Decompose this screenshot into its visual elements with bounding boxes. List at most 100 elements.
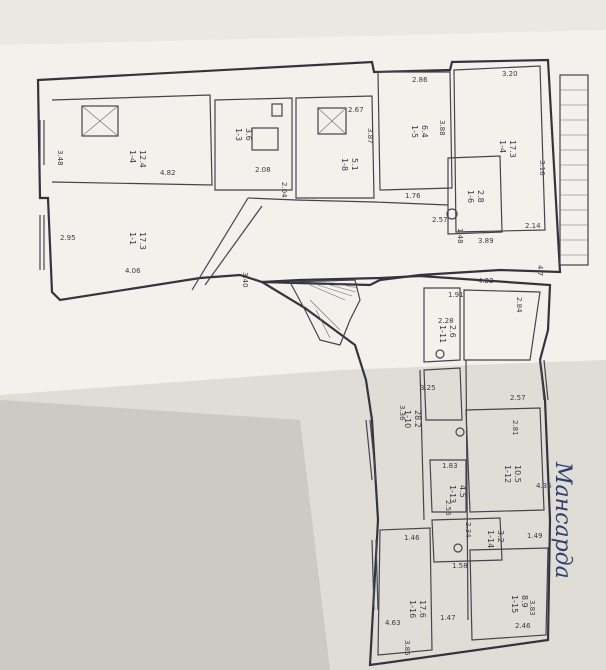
upper-dimension-label: 2.14 bbox=[525, 222, 541, 230]
lower-dimension-label: 3.83 bbox=[528, 600, 536, 616]
upper-room-number: 1-6 bbox=[466, 190, 475, 203]
upper-diagonal-wall-2 bbox=[204, 205, 263, 286]
upper-room-number: 1-5 bbox=[410, 125, 419, 138]
lower-room-area: 2.6 bbox=[448, 325, 457, 338]
upper-room-number: 1-1 bbox=[128, 232, 137, 245]
upper-dimension-label: 3.89 bbox=[478, 237, 494, 245]
upper-room-area: 17.3 bbox=[138, 232, 147, 250]
lower-room-d bbox=[465, 407, 545, 513]
upper-room-number: 1-3 bbox=[234, 128, 243, 141]
upper-dimension-label: 2.86 bbox=[412, 76, 428, 84]
upper-dimension-label: 3.16 bbox=[538, 160, 546, 176]
lower-room-e bbox=[429, 459, 467, 513]
lower-room-area: 8.9 bbox=[520, 595, 529, 608]
lower-room-number: 1-14 bbox=[486, 530, 495, 548]
upper-room-number: 1-8 bbox=[340, 158, 349, 171]
lower-dimension-label: 3.25 bbox=[420, 384, 436, 392]
upper-dimension-label: 3.48 bbox=[56, 150, 64, 166]
lower-dimension-label: 2.56 bbox=[444, 500, 452, 516]
upper-partition-a bbox=[214, 97, 293, 191]
lower-room-c bbox=[423, 367, 463, 421]
upper-dimension-label: 3.87 bbox=[366, 128, 374, 144]
upper-hall-wall bbox=[247, 197, 449, 206]
lower-room-g bbox=[377, 527, 433, 656]
lower-room-area: 28.2 bbox=[413, 410, 422, 428]
upper-room-area: 12.4 bbox=[138, 150, 147, 168]
lower-dimension-label: 2.46 bbox=[515, 622, 531, 630]
upper-partition-b bbox=[295, 95, 375, 199]
external-stair bbox=[559, 74, 589, 266]
lower-room-number: 1-13 bbox=[448, 485, 457, 503]
upper-dimension-label: 1.48 bbox=[456, 228, 464, 244]
paper-left-shadow bbox=[0, 400, 330, 670]
upper-shaft-1 bbox=[81, 105, 119, 137]
upper-dimension-label: 2.67 bbox=[348, 106, 364, 114]
lower-corridor bbox=[419, 359, 469, 621]
upper-dimension-label: 4.7 bbox=[536, 265, 544, 276]
upper-room-area: 2.8 bbox=[476, 190, 485, 203]
lower-room-number: 1-15 bbox=[510, 595, 519, 613]
lower-dimension-label: 1.47 bbox=[440, 614, 456, 622]
upper-dimension-label: 3.88 bbox=[438, 120, 446, 136]
upper-partition-d bbox=[453, 65, 546, 233]
lower-room-area: 3.2 bbox=[496, 530, 505, 543]
upper-dimension-label: 4.06 bbox=[125, 267, 141, 275]
upper-shaft-2 bbox=[317, 107, 347, 135]
upper-room-area: 5.1 bbox=[350, 158, 359, 171]
lower-room-h bbox=[469, 547, 549, 641]
upper-dimension-label: 2.57 bbox=[432, 216, 448, 224]
paper-top-shade bbox=[0, 0, 606, 45]
lower-dimension-label: 1.58 bbox=[452, 562, 468, 570]
upper-dimension-label: 4.82 bbox=[160, 169, 176, 177]
lower-room-area: 4.5 bbox=[458, 485, 467, 498]
lower-dimension-label: 1.83 bbox=[442, 462, 458, 470]
upper-windows bbox=[39, 120, 45, 270]
lower-room-a bbox=[423, 287, 461, 363]
lower-room-number: 1-10 bbox=[403, 410, 412, 428]
upper-dimension-label: 3.40 bbox=[241, 272, 249, 288]
lower-outer-wall bbox=[258, 274, 552, 667]
upper-diagonal-wall bbox=[191, 197, 249, 291]
lower-stair-curve bbox=[289, 279, 361, 346]
lower-dimension-label: 2.34 bbox=[464, 522, 472, 538]
upper-dimension-label: 2.95 bbox=[60, 234, 76, 242]
upper-bath bbox=[447, 155, 503, 235]
upper-dimension-label: 2.08 bbox=[255, 166, 271, 174]
upper-outer-wall bbox=[36, 58, 562, 302]
upper-room-area: 3.6 bbox=[244, 128, 253, 141]
upper-room-area: 17.3 bbox=[508, 140, 517, 158]
upper-room-number: 1-4 bbox=[498, 140, 507, 153]
lower-dimension-label: 1.46 bbox=[404, 534, 420, 542]
lower-room-area: 10.5 bbox=[513, 465, 522, 483]
lower-room-area: 17.6 bbox=[418, 600, 427, 618]
lower-dimension-label: 4.36 bbox=[536, 482, 552, 490]
lower-dimension-label: 2.57 bbox=[510, 394, 526, 402]
lower-room-f bbox=[431, 517, 503, 563]
lower-room-number: 1-12 bbox=[503, 465, 512, 483]
lower-dimension-label: 1.91 bbox=[448, 291, 464, 299]
lower-room-b bbox=[463, 289, 541, 361]
lower-stair-steps bbox=[309, 282, 359, 339]
upper-dimension-label: 3.20 bbox=[502, 70, 518, 78]
upper-dimension-label: 1.76 bbox=[405, 192, 421, 200]
upper-dimension-label: 2.04 bbox=[280, 182, 288, 198]
upper-chimney bbox=[251, 127, 279, 151]
lower-dimension-label: 2.28 bbox=[438, 317, 454, 325]
lower-room-number: 1-16 bbox=[408, 600, 417, 618]
lower-dimension-label: 2.81 bbox=[511, 420, 519, 436]
lower-windows bbox=[365, 359, 549, 611]
upper-room-number: 1-4 bbox=[128, 150, 137, 163]
lower-dimension-label: 4.63 bbox=[385, 619, 401, 627]
lower-dimension-label: 3.36 bbox=[398, 405, 406, 421]
lower-dimension-label: 2.84 bbox=[515, 297, 523, 313]
lower-room-number: 1-11 bbox=[438, 325, 447, 343]
lower-dimension-label: 1.49 bbox=[527, 532, 543, 540]
fixtures bbox=[271, 103, 465, 553]
upper-room-area: 6.4 bbox=[420, 125, 429, 138]
lower-dimension-label: 3.85 bbox=[403, 640, 411, 656]
upper-inner-wall bbox=[51, 94, 213, 186]
